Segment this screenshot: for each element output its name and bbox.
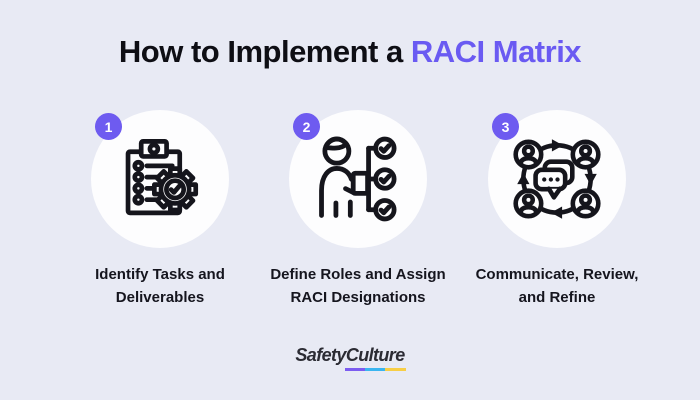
- step-3-badge: 3: [492, 113, 519, 140]
- step-1-circle: 1: [91, 110, 229, 248]
- logo-underline: [344, 367, 406, 371]
- logo-underline-purple-segment: [344, 367, 365, 371]
- step-2-circle: 2: [289, 110, 427, 248]
- logo-underline-yellow-segment: [385, 367, 406, 371]
- page-title: How to Implement a RACI Matrix: [0, 34, 700, 70]
- step-3: 3: [457, 110, 657, 310]
- page-title-highlight: RACI Matrix: [410, 34, 582, 69]
- logo-underline-blue-segment: [364, 367, 386, 371]
- safetyculture-logo: SafetyCulture: [295, 345, 406, 371]
- step-2-label: Define Roles and Assign RACI Designation…: [270, 266, 446, 307]
- communication-cycle-icon: [513, 139, 601, 219]
- step-2-badge: 2: [293, 113, 320, 140]
- step-3-label: Communicate, Review, and Refine: [475, 266, 639, 307]
- logo-text-safety: Safety: [295, 345, 346, 365]
- step-1: 1: [60, 110, 260, 310]
- logo-text-culture: Culture: [345, 345, 405, 365]
- person-checklist-icon: [319, 136, 397, 222]
- footer: SafetyCulture: [0, 345, 700, 371]
- page-title-prefix: How to Implement a: [118, 34, 403, 69]
- step-1-badge: 1: [95, 113, 122, 140]
- clipboard-gear-icon: [125, 139, 199, 216]
- step-2: 2: [258, 110, 458, 310]
- step-1-label: Identify Tasks and Deliverables: [95, 266, 225, 307]
- step-3-circle: 3: [488, 110, 626, 248]
